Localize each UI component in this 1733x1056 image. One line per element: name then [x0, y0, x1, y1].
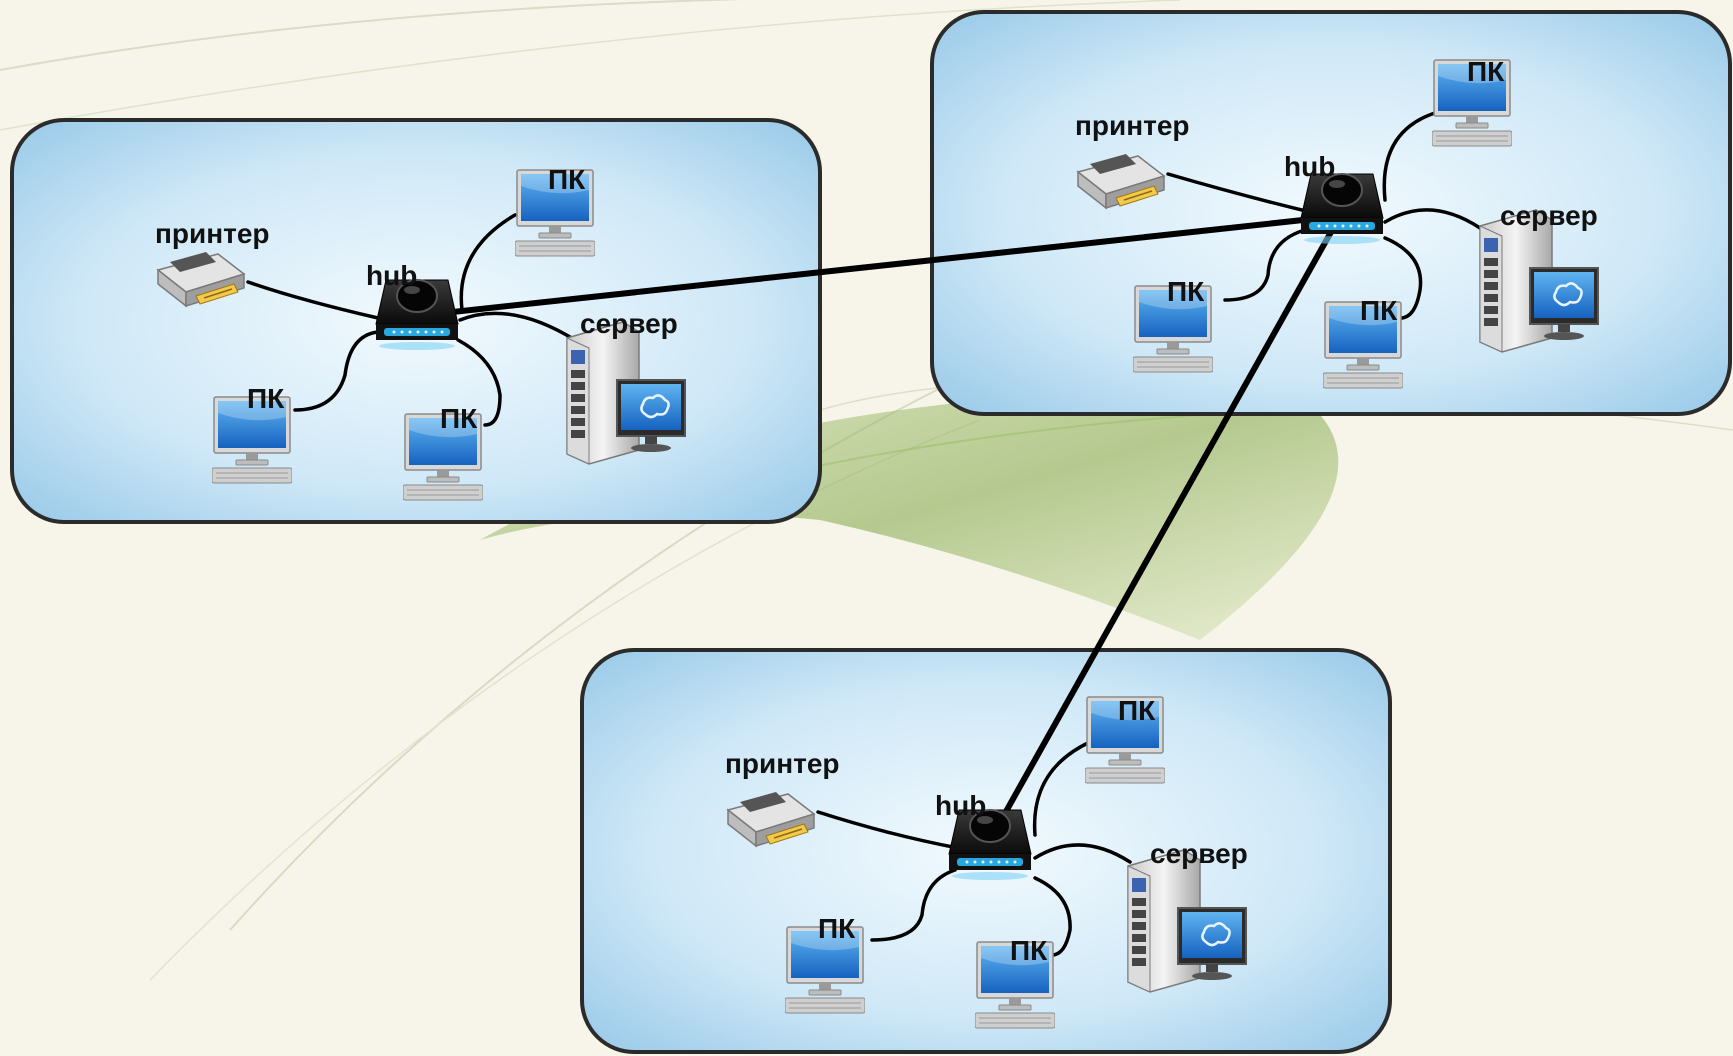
- leaf-shape: [480, 389, 1339, 640]
- cable-left-pc-top: [459, 213, 517, 312]
- server-label: сервер: [580, 308, 678, 339]
- pc-label: ПК: [1118, 695, 1156, 726]
- inter-network-links: [422, 213, 1343, 843]
- server-label: сервер: [1500, 200, 1598, 231]
- server-label: сервер: [1150, 838, 1248, 869]
- cable-right-server: [1383, 208, 1482, 230]
- printer-label: принтер: [725, 748, 840, 779]
- cable-right-printer: [1166, 172, 1312, 214]
- link-left-right: [422, 213, 1343, 318]
- hub-icon: [1300, 173, 1384, 245]
- cable-right-pc-left: [1223, 228, 1307, 302]
- printer-label: принтер: [155, 218, 270, 249]
- pc-label: ПК: [818, 913, 856, 944]
- cable-right-pc-bottom: [1383, 236, 1423, 320]
- cable-bottom-printer: [816, 810, 960, 850]
- cable-left-pc-bottom: [456, 338, 502, 427]
- cables-left: [246, 213, 577, 427]
- cable-left-server: [458, 311, 577, 342]
- pc-label: ПК: [1167, 276, 1205, 307]
- cable-left-pc-left: [293, 330, 380, 412]
- pc-label: ПК: [1360, 295, 1398, 326]
- cable-left-printer: [246, 280, 380, 320]
- cable-bottom-server: [1033, 843, 1132, 864]
- printer-label: принтер: [1075, 110, 1190, 141]
- cables-bottom: [816, 740, 1132, 957]
- cable-bottom-pc-left: [870, 868, 957, 942]
- pc-label: ПК: [247, 383, 285, 414]
- pc-label: ПК: [1010, 935, 1048, 966]
- cable-bottom-pc-bottom: [1033, 876, 1072, 957]
- hub-label: hub: [1284, 151, 1336, 182]
- pc-label: ПК: [440, 403, 478, 434]
- cable-right-pc-top: [1382, 110, 1440, 202]
- cable-bottom-pc-top: [1032, 740, 1092, 837]
- pc-label: ПК: [1467, 56, 1505, 87]
- hub-label: hub: [366, 260, 418, 291]
- pc-label: ПК: [548, 164, 586, 195]
- cables-right: [1166, 110, 1482, 320]
- hub-label: hub: [935, 790, 987, 821]
- link-right-bottom: [987, 213, 1343, 843]
